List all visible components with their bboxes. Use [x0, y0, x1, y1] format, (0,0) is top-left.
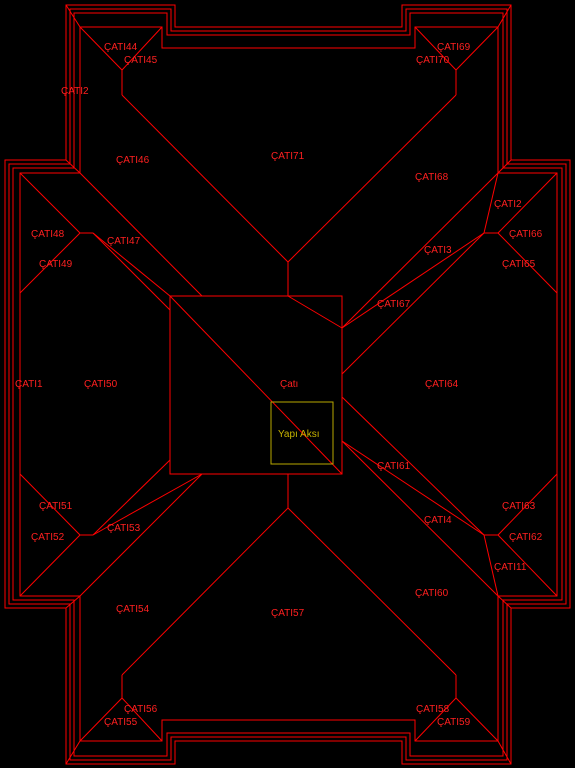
label-cati61: ÇATI61 [377, 461, 411, 472]
outer-outline-3 [12, 12, 563, 757]
label-cati4: ÇATI4 [424, 515, 452, 526]
label-cati45: ÇATI45 [124, 55, 158, 66]
label-cati64: ÇATI64 [425, 379, 459, 390]
central-block [169, 295, 343, 475]
label-cati59: ÇATI59 [437, 717, 471, 728]
label-cati3: ÇATI3 [424, 245, 452, 256]
label-cati55: ÇATI55 [104, 717, 138, 728]
label-cati69: ÇATI69 [437, 42, 471, 53]
label-cati49: ÇATI49 [39, 259, 73, 270]
label-cati60: ÇATI60 [415, 588, 449, 599]
label-cati1: ÇATI1 [15, 379, 43, 390]
label-cati58: ÇATI58 [416, 704, 450, 715]
outer-outline-2 [8, 8, 567, 761]
label-cati63: ÇATI63 [502, 501, 536, 512]
label-cati67: ÇATI67 [377, 299, 411, 310]
building-axis-box [270, 401, 334, 465]
label-cati66: ÇATI66 [509, 229, 543, 240]
label-cati53: ÇATI53 [107, 523, 141, 534]
label-cati46: ÇATI46 [116, 155, 150, 166]
label-cati48: ÇATI48 [31, 229, 65, 240]
label-cati52: ÇATI52 [31, 532, 65, 543]
label-cati68: ÇATI68 [415, 172, 449, 183]
label-cati47: ÇATI47 [107, 236, 141, 247]
label-cati56: ÇATI56 [124, 704, 158, 715]
label-cati57: ÇATI57 [271, 608, 305, 619]
label-cati62: ÇATI62 [509, 532, 543, 543]
label-cati71: ÇATI71 [271, 151, 305, 162]
label-cati54: ÇATI54 [116, 604, 150, 615]
label-cati50: ÇATI50 [84, 379, 118, 390]
label-cati44: ÇATI44 [104, 42, 138, 53]
label-cati-center: Çatı [280, 379, 298, 390]
label-cati2-right: ÇATI2 [494, 199, 522, 210]
label-cati65: ÇATI65 [502, 259, 536, 270]
label-cati2-top: ÇATI2 [61, 86, 89, 97]
label-cati51: ÇATI51 [39, 501, 73, 512]
label-cati11: ÇATI11 [494, 562, 527, 573]
label-yapi-aksi: Yapı Aksı [278, 429, 320, 440]
label-cati70: ÇATI70 [416, 55, 450, 66]
